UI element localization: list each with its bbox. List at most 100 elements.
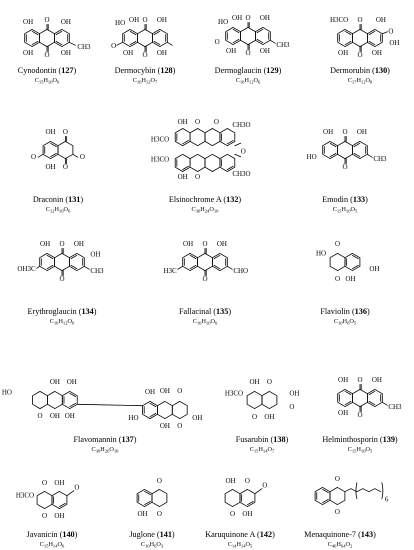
formula-subscript: 46 <box>332 544 337 549</box>
compound-formula: C15 H10 O6 <box>35 77 60 85</box>
dermoglaucin-ring-c-double-bond <box>256 28 264 34</box>
bond-line <box>37 153 44 158</box>
karuquinone-ring-a <box>224 488 241 508</box>
atom-label: CH3 <box>77 43 91 51</box>
formula-subscript: 8 <box>370 80 373 85</box>
elsinochrome-ring-6 <box>174 153 191 172</box>
atom-label: O <box>215 38 220 46</box>
formula-element: O <box>53 77 58 84</box>
emodin-ring-a-double-bond <box>329 142 337 148</box>
atom-label: O <box>195 173 200 181</box>
helminthosporin-ring-a-double-bond <box>344 390 352 396</box>
menaquinone-ring-b <box>329 486 346 506</box>
formula-element: O <box>151 77 156 84</box>
javanicin-ring-a <box>36 490 53 510</box>
formula-subscript: 15 <box>254 449 259 454</box>
atom-label: CHO <box>233 267 248 275</box>
compound-caption-130: Dermorubin (130)C17 H12 O8 <box>330 66 390 85</box>
atom-label: OH <box>249 378 259 386</box>
formula-subscript: 14 <box>53 544 58 549</box>
erythroglaucin-ring-a-double-bond <box>46 254 54 260</box>
atom-label: OH <box>145 388 155 396</box>
compound-name-text: Fallacinal <box>179 307 213 316</box>
cynodontin-ring-a <box>24 28 40 48</box>
atom-label: O <box>357 376 362 384</box>
formula-element: C <box>50 318 54 325</box>
formula-element: O <box>109 446 114 453</box>
atom-label: HO <box>307 153 317 161</box>
atom-label: O <box>357 411 362 419</box>
compound-name-text: Dermorubin <box>330 66 372 75</box>
dermoglaucin-ring-a-double-bond <box>232 38 240 44</box>
atom-label: OH <box>61 18 71 26</box>
compound-formula: C16 H10 O6 <box>193 318 218 326</box>
compound-number-open: ( <box>60 530 63 539</box>
formula-element: C <box>141 541 145 548</box>
compound-name: Flavomannin (137) <box>73 435 136 444</box>
dermorubin-ring-c <box>367 28 383 48</box>
atom-label: OH <box>23 49 33 57</box>
bond-line <box>72 153 79 158</box>
atom-label: OH <box>45 128 55 136</box>
compound-number-open: ( <box>79 307 82 316</box>
bracket-right <box>381 482 384 500</box>
dermoglaucin-ring-c-double-bond <box>256 38 264 44</box>
compound-caption-141: Juglone (141)C10 H6 O3 <box>129 530 175 549</box>
compound-number-close: ) <box>365 195 368 204</box>
atom-label: HO <box>218 18 228 26</box>
cynodontin-ring-a-double-bond <box>31 40 39 46</box>
flavomannin-left-ring-1 <box>47 390 63 410</box>
flavomannin-right-ring-2 <box>171 400 188 420</box>
compound-formula: C15 H14 O7 <box>250 446 275 454</box>
formula-element: H <box>150 541 155 548</box>
atom-label: OH <box>61 49 71 57</box>
formula-subscript: 6 <box>154 544 157 549</box>
compound-number-close: ) <box>286 435 289 444</box>
formula-element: C <box>35 77 39 84</box>
formula-subscript: 2 <box>350 544 353 549</box>
atom-label: OH <box>54 512 64 520</box>
atom-label: O <box>230 510 235 518</box>
atom-label: CH3O <box>232 121 250 129</box>
atom-label: O <box>289 403 294 411</box>
atom-label: H3CO <box>151 156 169 164</box>
formula-subscript: 10 <box>206 321 211 326</box>
atom-label: O <box>59 240 64 248</box>
bond-line <box>177 265 184 270</box>
compound-name: Erythroglaucin (134) <box>28 307 97 316</box>
atom-label: OH <box>74 240 84 248</box>
cynodontin-ring-c-double-bond <box>55 40 63 46</box>
menaquinone-chain-bond <box>362 488 370 493</box>
compound-formula: C30 H26 O10 <box>92 446 120 454</box>
atom-label: O <box>59 275 64 283</box>
compound-number: 136 <box>355 307 367 316</box>
formula-element: O <box>254 77 259 84</box>
atom-label: O <box>111 42 116 50</box>
atom-label: O <box>42 512 47 520</box>
formula-element: O <box>58 541 63 548</box>
formula-subscript: 5 <box>370 449 373 454</box>
elsinochrome-ring-4-double-bond <box>182 140 189 145</box>
compound-caption-134: Erythroglaucin (134)C16 H12 O6 <box>28 307 97 326</box>
atom-label: O <box>37 412 42 420</box>
compound-formula: C17 H12 O8 <box>348 77 373 85</box>
atom-label: OH <box>225 477 235 485</box>
erythroglaucin-ring-c-double-bond <box>70 254 78 260</box>
formula-subscript: 16 <box>197 321 202 326</box>
compound-caption-131: Draconin (131)C12 H10 O6 <box>33 195 84 214</box>
atom-label: O <box>202 240 207 248</box>
compound-number-open: ( <box>213 307 216 316</box>
atom-label: OH <box>65 412 75 420</box>
formula-subscript: 12 <box>361 80 366 85</box>
compound-number-close: ) <box>94 307 97 316</box>
atom-label: OH <box>178 118 188 126</box>
compound-number: 143 <box>361 530 373 539</box>
compound-number-close: ) <box>272 530 275 539</box>
dermorubin-ring-c-double-bond <box>368 40 376 46</box>
formula-subscript: 14 <box>232 544 237 549</box>
formula-subscript: 10 <box>338 321 343 326</box>
formula-element: C <box>193 318 197 325</box>
compound-name-text: Karuquinone A <box>205 530 257 539</box>
compound-formula: C15 H14 O6 <box>40 541 65 549</box>
